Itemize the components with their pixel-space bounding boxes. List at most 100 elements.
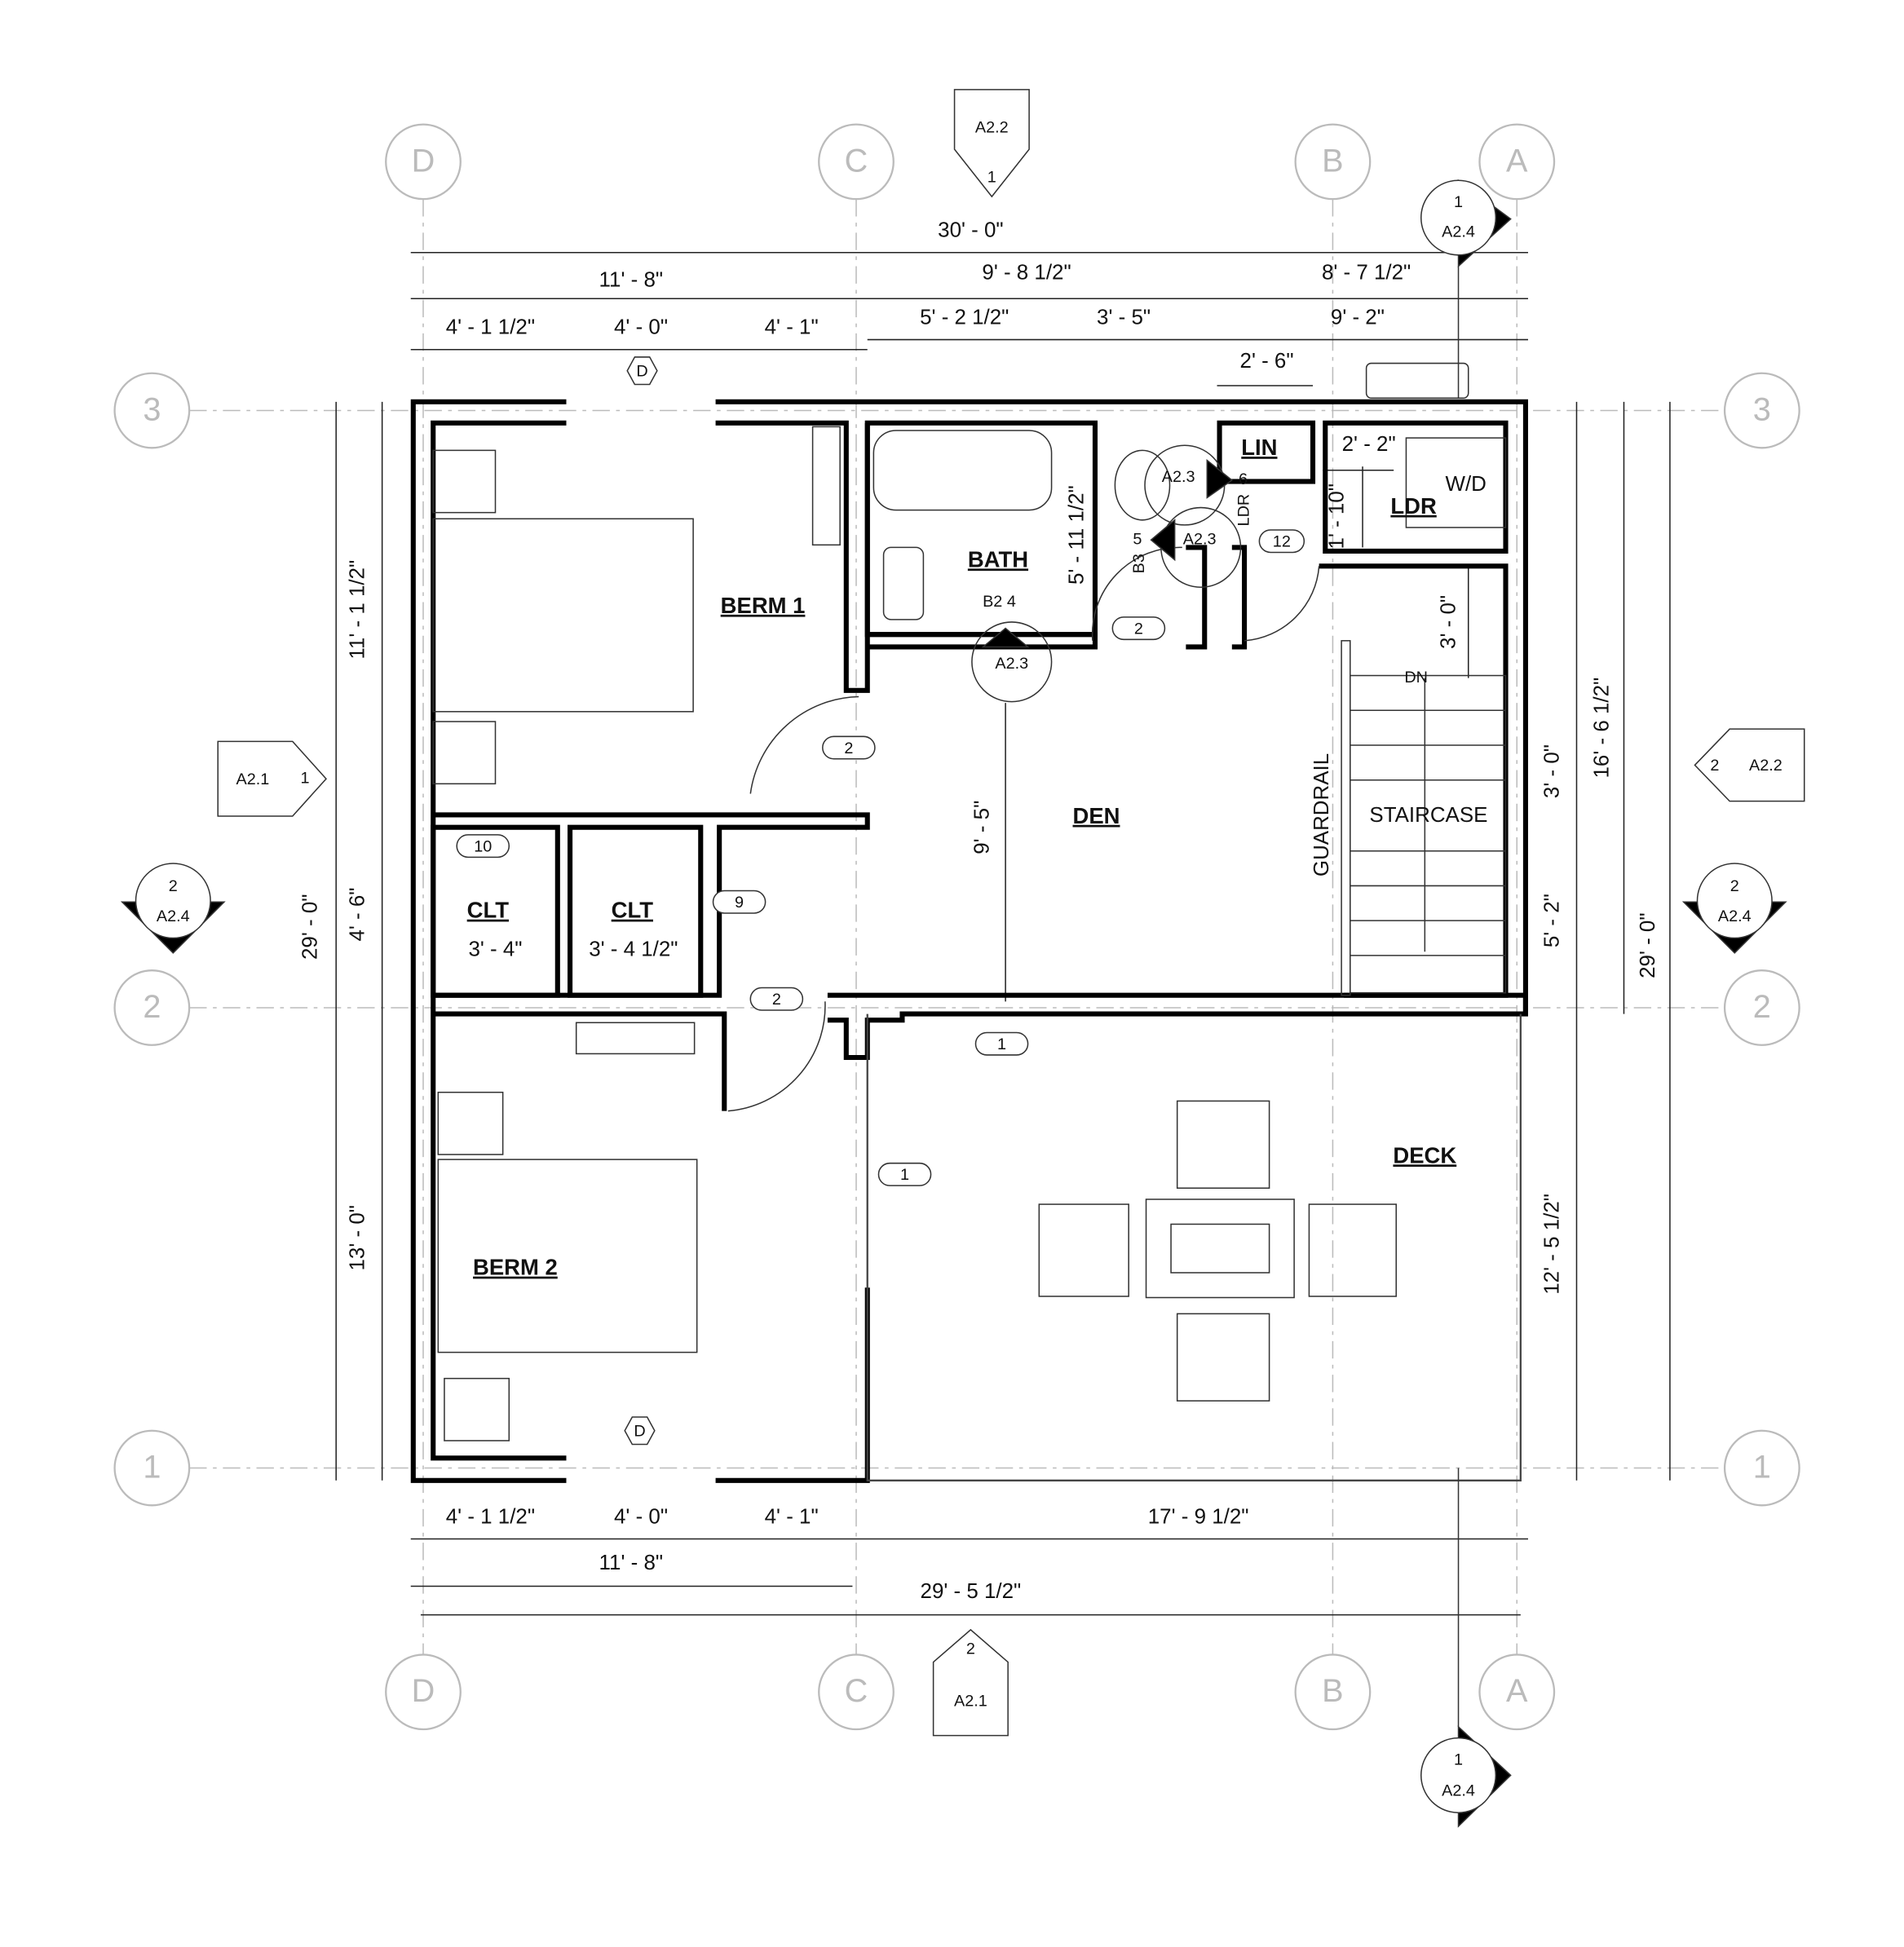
dimension-right-overall: 29' - 0" — [1637, 912, 1659, 978]
window-tag — [626, 356, 658, 386]
dimension-top-seg4: 5' - 2 1/2" — [920, 306, 1009, 329]
door-tag-label: 1 — [900, 1166, 909, 1184]
dimension-bottom-overall: 29' - 5 1/2" — [921, 1580, 1022, 1603]
clt1-size: 3' - 4" — [468, 938, 522, 961]
elevation-mark-six: 6 — [1239, 470, 1248, 488]
grid-label-row: 3 — [143, 392, 161, 428]
dimension-top-overall: 30' - 0" — [938, 219, 1003, 242]
dimension-top-c_b_span: 9' - 8 1/2" — [982, 262, 1071, 285]
dimension-left-clt: 4' - 6" — [346, 888, 369, 942]
section-mark-right_a24-sheet: A2.4 — [1718, 907, 1752, 925]
walls — [410, 399, 1528, 1483]
dimension-right-stair_landing: 5' - 2" — [1540, 894, 1563, 947]
door-tag-label: 10 — [474, 837, 492, 855]
elevation-mark-a23_3: A2.3 — [995, 655, 1028, 673]
dimension-lines — [335, 251, 1671, 1616]
door-tag-label: 9 — [735, 894, 744, 912]
door-tag — [456, 834, 510, 859]
washer-dryer-label: W/D — [1445, 473, 1486, 496]
room-label-bath: BATH — [968, 546, 1028, 572]
section-mark-left_a24-sheet: A2.4 — [157, 907, 190, 925]
tag-ovals — [456, 356, 1305, 1446]
room-label-ldr: LDR — [1390, 493, 1437, 519]
section-mark-bottom_a21-num: 2 — [966, 1640, 975, 1658]
dimension-top-seg3: 4' - 1" — [765, 316, 819, 339]
section-mark-bottom_a21-sheet: A2.1 — [954, 1693, 987, 1711]
grid-label-C: C — [845, 1673, 868, 1709]
dimension-right-stair_top: 3' - 0" — [1438, 595, 1460, 649]
section-mark-topright_a24-sheet: A2.4 — [1442, 223, 1475, 241]
room-label-den: DEN — [1073, 803, 1120, 828]
dimension-interior-den: 9' - 5" — [970, 801, 993, 854]
door-tag — [749, 987, 804, 1011]
dimension-left-overall: 29' - 0" — [299, 894, 322, 960]
grid-label-A: A — [1506, 143, 1528, 179]
furniture — [432, 362, 1507, 1441]
door-tag-label: 2 — [844, 740, 853, 757]
dimension-right-stair_width: 3' - 0" — [1540, 744, 1563, 798]
elevation-mark-b3: B3 — [1130, 554, 1148, 573]
guardrail-label: GUARDRAIL — [1310, 753, 1333, 876]
dimension-interior-ldr_width: 2' - 2" — [1342, 433, 1396, 456]
staircase-label: STAIRCASE — [1369, 804, 1487, 827]
door-tag-label: 2 — [772, 991, 781, 1009]
dimension-left-berm1: 11' - 1 1/2" — [346, 560, 369, 660]
grid-label-A: A — [1506, 1673, 1528, 1709]
grid-label-D: D — [412, 1673, 435, 1709]
section-mark-top_a22-num: 1 — [987, 168, 996, 186]
door-tag — [877, 1162, 932, 1186]
dimension-right-deck: 12' - 5 1/2" — [1540, 1194, 1563, 1295]
room-label-lin: LIN — [1241, 435, 1277, 460]
section-mark-top_a22-sheet: A2.2 — [975, 118, 1009, 136]
dimension-top-seg6: 9' - 2" — [1331, 306, 1385, 329]
grid-label-row: 2 — [1753, 989, 1771, 1025]
dimension-top-seg2: 4' - 0" — [614, 316, 668, 339]
door-tag-label: 2 — [1134, 620, 1143, 638]
grid-label-row: 2 — [143, 989, 161, 1025]
elevation-mark-ldr: LDR — [1235, 494, 1252, 527]
grid-label-C: C — [845, 143, 868, 179]
dimension-interior-bath: 5' - 11 1/2" — [1065, 485, 1088, 585]
window-tag — [624, 1416, 656, 1446]
dimension-bottom-seg2: 4' - 0" — [614, 1505, 668, 1528]
dimension-right-house: 16' - 6 1/2" — [1590, 678, 1613, 779]
dimension-top-seg1: 4' - 1 1/2" — [446, 316, 535, 339]
grid-bubbles — [113, 123, 1800, 1731]
dimension-bottom-d_c: 11' - 8" — [599, 1552, 664, 1574]
dimension-bottom-deck: 17' - 9 1/2" — [1148, 1505, 1249, 1528]
deck-outline — [866, 1013, 1522, 1481]
section-mark-right_a22-sheet: A2.2 — [1749, 757, 1783, 775]
room-label-berm1: BERM 1 — [721, 593, 806, 618]
section-mark-bottomright_a24-sheet: A2.4 — [1442, 1781, 1475, 1799]
room-label-berm2: BERM 2 — [473, 1255, 558, 1280]
stair-dn-label: DN — [1404, 669, 1428, 687]
elevation-mark-five: 5 — [1133, 530, 1142, 548]
section-mark-bottomright_a24-num: 1 — [1454, 1751, 1463, 1768]
door-tag — [1258, 529, 1305, 554]
window-tag-label: D — [634, 1423, 645, 1441]
section-mark-left_a21-num: 1 — [301, 769, 310, 787]
section-mark-topright_a24-num: 1 — [1454, 193, 1463, 211]
grid-label-row: 1 — [143, 1450, 161, 1486]
door-tag — [822, 735, 876, 760]
section-mark-left_a21-sheet: A2.1 — [236, 770, 270, 788]
dimension-top-b_a_span: 8' - 7 1/2" — [1322, 262, 1411, 285]
elevation-mark-b2_4: B2 4 — [983, 593, 1016, 611]
elevation-mark-a23_1: A2.3 — [1162, 468, 1195, 486]
grid-lines — [189, 199, 1725, 1655]
dimension-top-lin: 2' - 6" — [1240, 350, 1294, 373]
grid-label-row: 1 — [1753, 1450, 1771, 1486]
grid-label-B: B — [1322, 1673, 1343, 1709]
elevation-mark-a23_2: A2.3 — [1183, 530, 1217, 548]
door-tag — [974, 1031, 1029, 1056]
dimension-interior-ldr_depth: 1' - 10" — [1325, 483, 1348, 549]
dimension-bottom-seg3: 4' - 1" — [765, 1505, 819, 1528]
section-mark-left_a24-num: 2 — [169, 877, 178, 895]
room-label-deck: DECK — [1393, 1142, 1456, 1168]
dimension-left-berm2: 13' - 0" — [346, 1205, 369, 1270]
grid-label-D: D — [412, 143, 435, 179]
dimension-top-d_c: 11' - 8" — [599, 269, 664, 292]
clt2-size: 3' - 4 1/2" — [589, 938, 678, 961]
door-tag-label: 1 — [997, 1035, 1006, 1053]
window-tag-label: D — [636, 362, 647, 380]
